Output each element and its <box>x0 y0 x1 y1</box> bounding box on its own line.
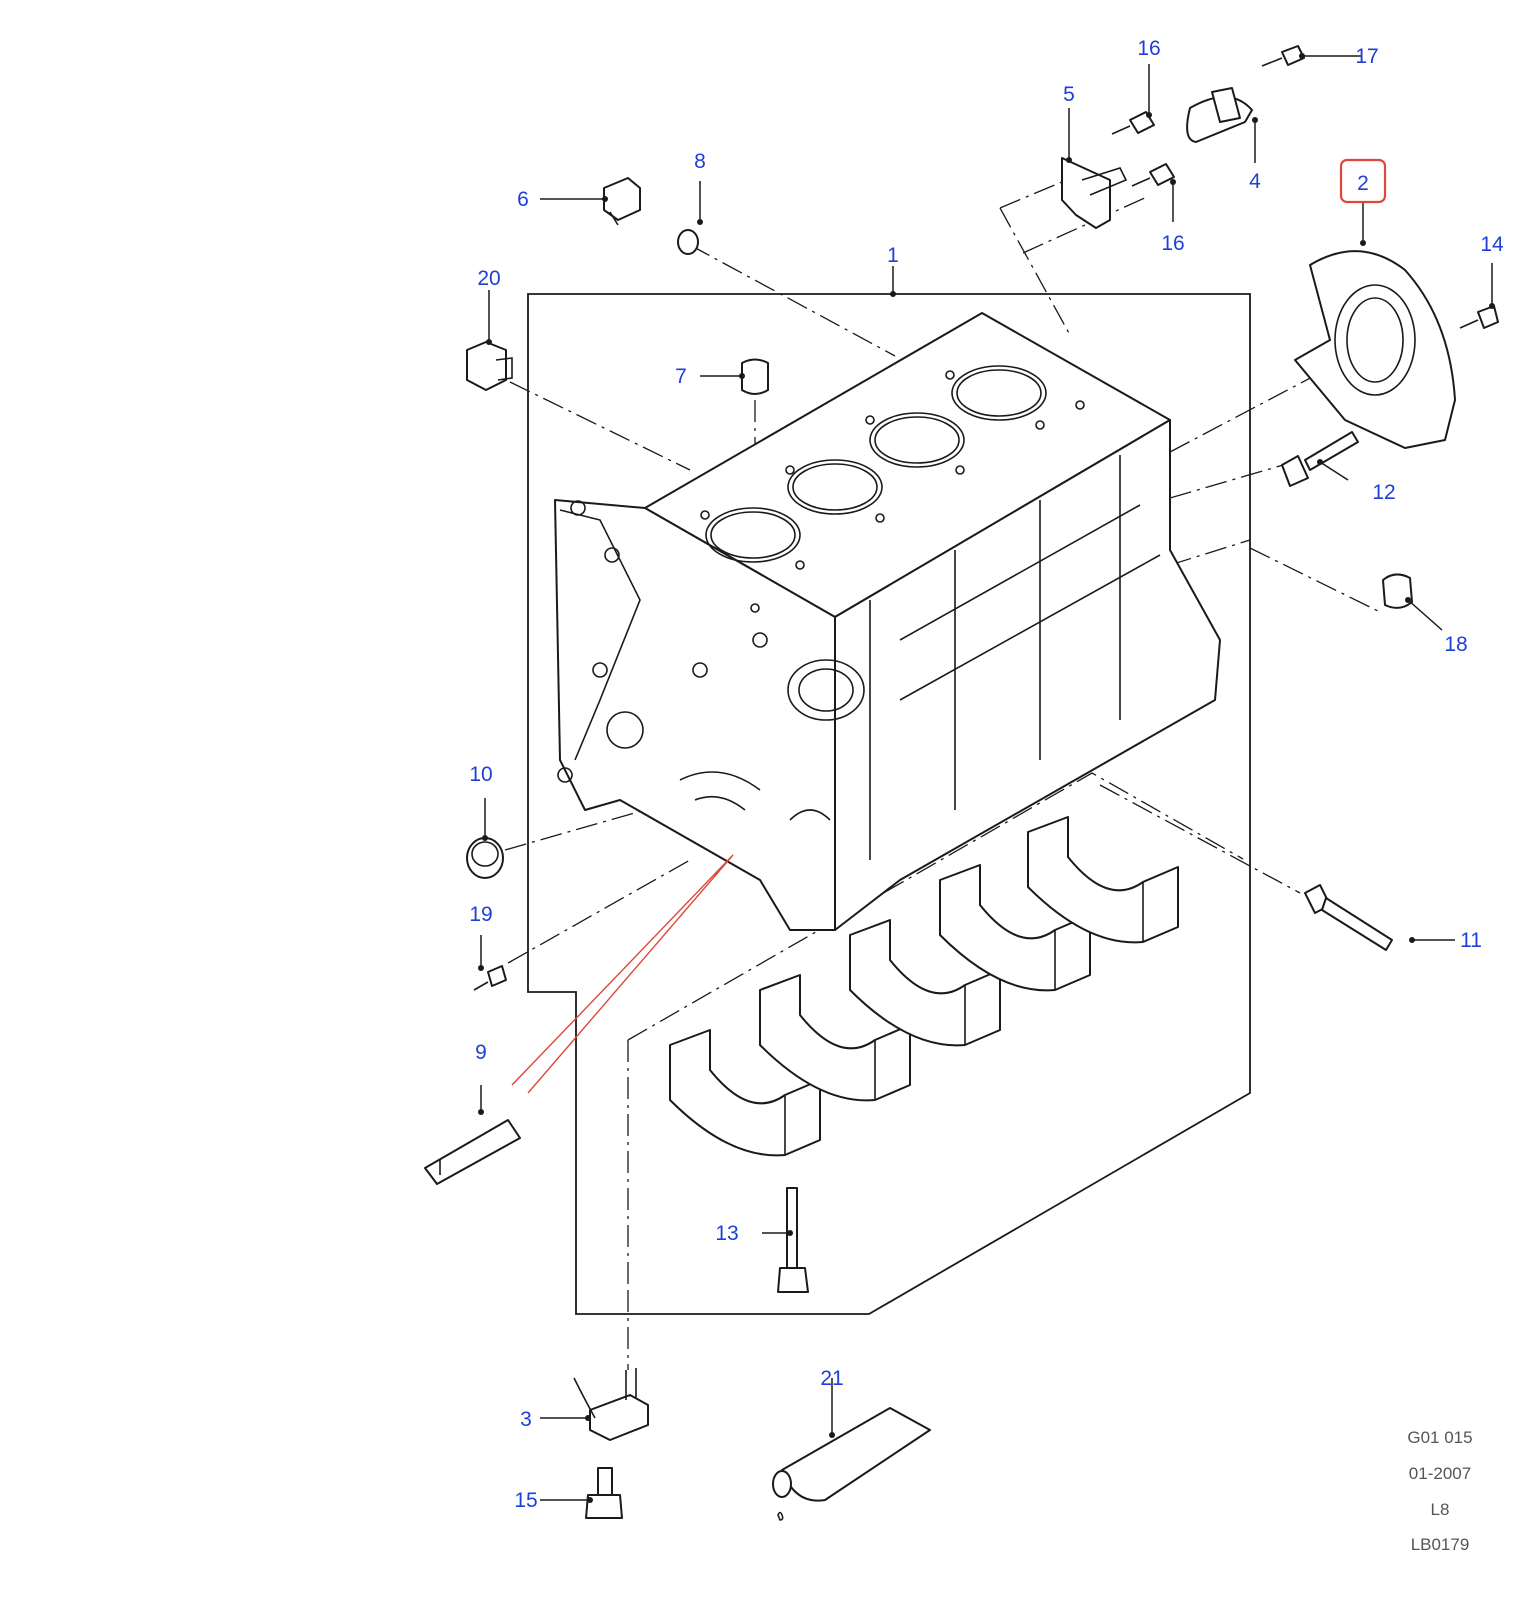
part-4-sensor <box>1186 87 1253 143</box>
part-7-dowel <box>741 358 769 395</box>
leader-lines <box>480 55 1493 1501</box>
part-5-bracket <box>1061 157 1128 229</box>
callout-8[interactable]: 8 <box>694 150 706 173</box>
part-9-tube <box>424 1119 521 1185</box>
callout-7[interactable]: 7 <box>675 365 687 388</box>
part-11-stud <box>1304 884 1393 951</box>
callout-11[interactable]: 11 <box>1460 929 1482 952</box>
callout-10[interactable]: 10 <box>469 763 492 786</box>
callout-labels: 1 2 3 4 5 6 7 8 9 10 11 12 13 14 15 16 1… <box>469 37 1504 1512</box>
part-21-sealant-tube <box>772 1407 931 1521</box>
part-18-dowel <box>1382 573 1413 609</box>
leader-dots <box>478 53 1495 1503</box>
callout-9[interactable]: 9 <box>475 1041 487 1064</box>
part-15-bolt <box>585 1467 623 1519</box>
callout-20[interactable]: 20 <box>477 267 500 290</box>
callout-2-highlight <box>1339 158 1387 204</box>
reference-code: G01 015 <box>1407 1428 1472 1447</box>
callout-12[interactable]: 12 <box>1372 481 1395 504</box>
indicator-lines <box>511 854 734 1094</box>
callout-6[interactable]: 6 <box>517 188 529 211</box>
part-2-seal-housing <box>1294 250 1456 449</box>
reference-id: LB0179 <box>1411 1535 1470 1554</box>
callout-15[interactable]: 15 <box>514 1489 537 1512</box>
part-14-bolt <box>1459 305 1499 329</box>
callout-3[interactable]: 3 <box>520 1408 532 1431</box>
reference-block: G01 015 01-2007 L8 LB0179 <box>1407 1428 1472 1554</box>
part-20-plug <box>466 341 513 391</box>
reference-date: 01-2007 <box>1409 1464 1471 1483</box>
callout-18[interactable]: 18 <box>1444 633 1467 656</box>
bearing-cap-tray <box>627 772 1244 1041</box>
callout-16-upper[interactable]: 16 <box>1137 37 1160 60</box>
callout-1[interactable]: 1 <box>887 244 899 267</box>
part-13-bolt <box>777 1187 809 1293</box>
part-8-washer <box>677 229 699 255</box>
part-6-plug <box>603 177 641 226</box>
callout-17[interactable]: 17 <box>1355 45 1378 68</box>
part-17-bolt <box>1261 45 1305 67</box>
assembly-frame <box>527 293 1251 1315</box>
part-16-bolts <box>1111 111 1175 187</box>
callout-13[interactable]: 13 <box>715 1222 738 1245</box>
part-3-oil-jet <box>573 1368 649 1441</box>
reference-model: L8 <box>1431 1500 1450 1519</box>
callout-4[interactable]: 4 <box>1249 170 1261 193</box>
engine-block <box>554 312 1221 931</box>
callout-2[interactable]: 2 <box>1357 172 1369 195</box>
callout-5[interactable]: 5 <box>1063 83 1075 106</box>
callout-21[interactable]: 21 <box>820 1367 843 1390</box>
part-19-bolt <box>473 965 507 991</box>
callout-14[interactable]: 14 <box>1480 233 1504 256</box>
callout-19[interactable]: 19 <box>469 903 492 926</box>
main-bearing-caps <box>669 816 1179 1157</box>
part-10-plug <box>466 837 504 879</box>
callout-16-lower[interactable]: 16 <box>1161 232 1184 255</box>
